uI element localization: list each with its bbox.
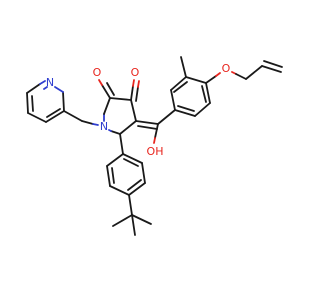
ether-oxygen-label: O xyxy=(222,62,231,75)
bond xyxy=(81,120,94,125)
bond xyxy=(173,81,188,93)
bond xyxy=(39,80,46,85)
bond xyxy=(128,194,133,216)
molecule-diagram: N N O O OH xyxy=(26,56,283,236)
bond xyxy=(201,85,207,103)
bond xyxy=(135,120,159,125)
pyridine-ring: N xyxy=(26,76,65,123)
bond xyxy=(174,109,196,117)
pyridine-nitrogen-label: N xyxy=(46,76,54,89)
ketone-oxygen-label-2: O xyxy=(131,66,140,79)
bond xyxy=(170,76,187,91)
bond xyxy=(119,133,124,155)
bond xyxy=(128,182,146,196)
bond xyxy=(127,179,142,191)
bond xyxy=(131,214,152,225)
bond xyxy=(108,129,112,132)
bond xyxy=(43,86,48,90)
bond xyxy=(185,76,207,84)
bond xyxy=(180,56,187,78)
bond xyxy=(101,84,111,99)
bond xyxy=(92,123,99,126)
bond xyxy=(103,97,111,115)
bond xyxy=(170,89,176,111)
bond xyxy=(98,79,103,86)
bond xyxy=(205,75,217,84)
bond xyxy=(154,123,159,139)
bond xyxy=(109,97,132,101)
bond xyxy=(215,72,221,77)
bond xyxy=(119,120,137,135)
bond xyxy=(27,112,47,123)
bond xyxy=(54,86,64,93)
bond xyxy=(135,86,139,102)
bond xyxy=(122,153,143,164)
bond xyxy=(131,214,136,236)
bond xyxy=(157,109,176,125)
bond xyxy=(141,162,146,184)
bond xyxy=(235,73,247,80)
bond xyxy=(205,82,211,104)
bond xyxy=(263,60,283,68)
allyloxy-methylphenyl-ring xyxy=(170,76,211,117)
bond xyxy=(106,82,115,96)
bond xyxy=(62,91,65,112)
bond xyxy=(106,165,111,187)
bond xyxy=(112,214,133,227)
bond xyxy=(26,92,29,114)
bond xyxy=(153,137,156,144)
bond xyxy=(123,158,139,167)
bond xyxy=(109,185,130,196)
bond xyxy=(110,130,121,135)
bond xyxy=(245,65,263,80)
bond xyxy=(137,80,140,88)
bond xyxy=(261,65,282,73)
bond xyxy=(130,85,134,101)
bond xyxy=(194,102,211,117)
bond xyxy=(46,108,61,118)
hydroxyl-label: OH xyxy=(147,145,164,158)
bond xyxy=(26,83,41,94)
structure-canvas: N N O O OH xyxy=(26,56,283,236)
ring-nitrogen-label: N xyxy=(100,120,108,133)
bond xyxy=(106,153,124,167)
bond xyxy=(63,110,83,122)
bond xyxy=(137,125,158,130)
pyrrolinone-ring: N xyxy=(100,97,137,135)
bond xyxy=(130,99,137,122)
bond xyxy=(177,105,195,112)
bond xyxy=(45,110,65,123)
bond xyxy=(111,167,115,184)
bond xyxy=(132,79,135,87)
ketone-oxygen-label-1: O xyxy=(93,66,102,79)
bond xyxy=(31,95,34,112)
tert-butylphenyl-ring xyxy=(106,153,146,196)
